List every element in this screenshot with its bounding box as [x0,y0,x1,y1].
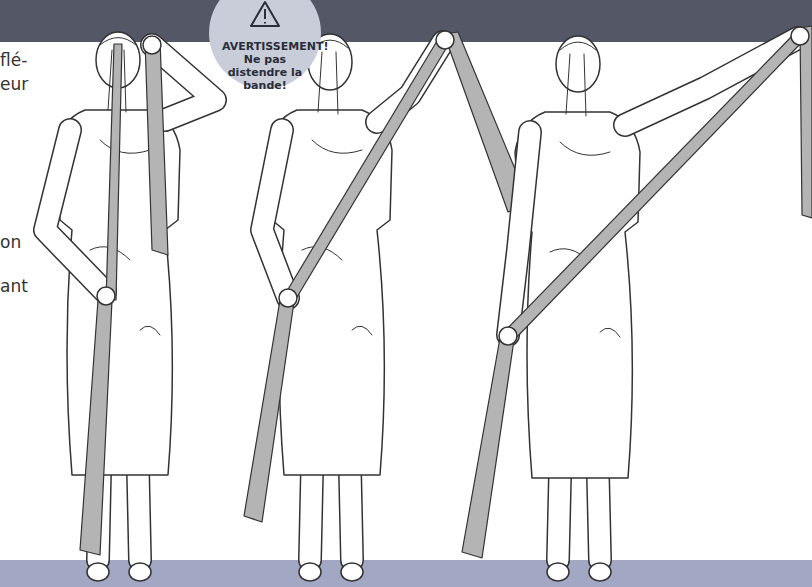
warning-text: Ne pas distendre la bande! [222,53,308,92]
figure-one [45,32,215,581]
warning-badge: AVERTISSEMENT!Ne pas distendre la bande! [208,0,322,90]
cut-off-text: on [0,232,21,252]
cut-off-text: ant [0,276,28,296]
figure-three [462,26,812,581]
cut-off-text: eur [0,74,28,94]
warning-heading: AVERTISSEMENT! [222,40,308,53]
cut-off-text: flé- [0,50,27,70]
warning-triangle [251,2,279,26]
warning-mark [264,9,266,24]
figure-two [244,31,530,581]
floor-band [0,560,812,587]
